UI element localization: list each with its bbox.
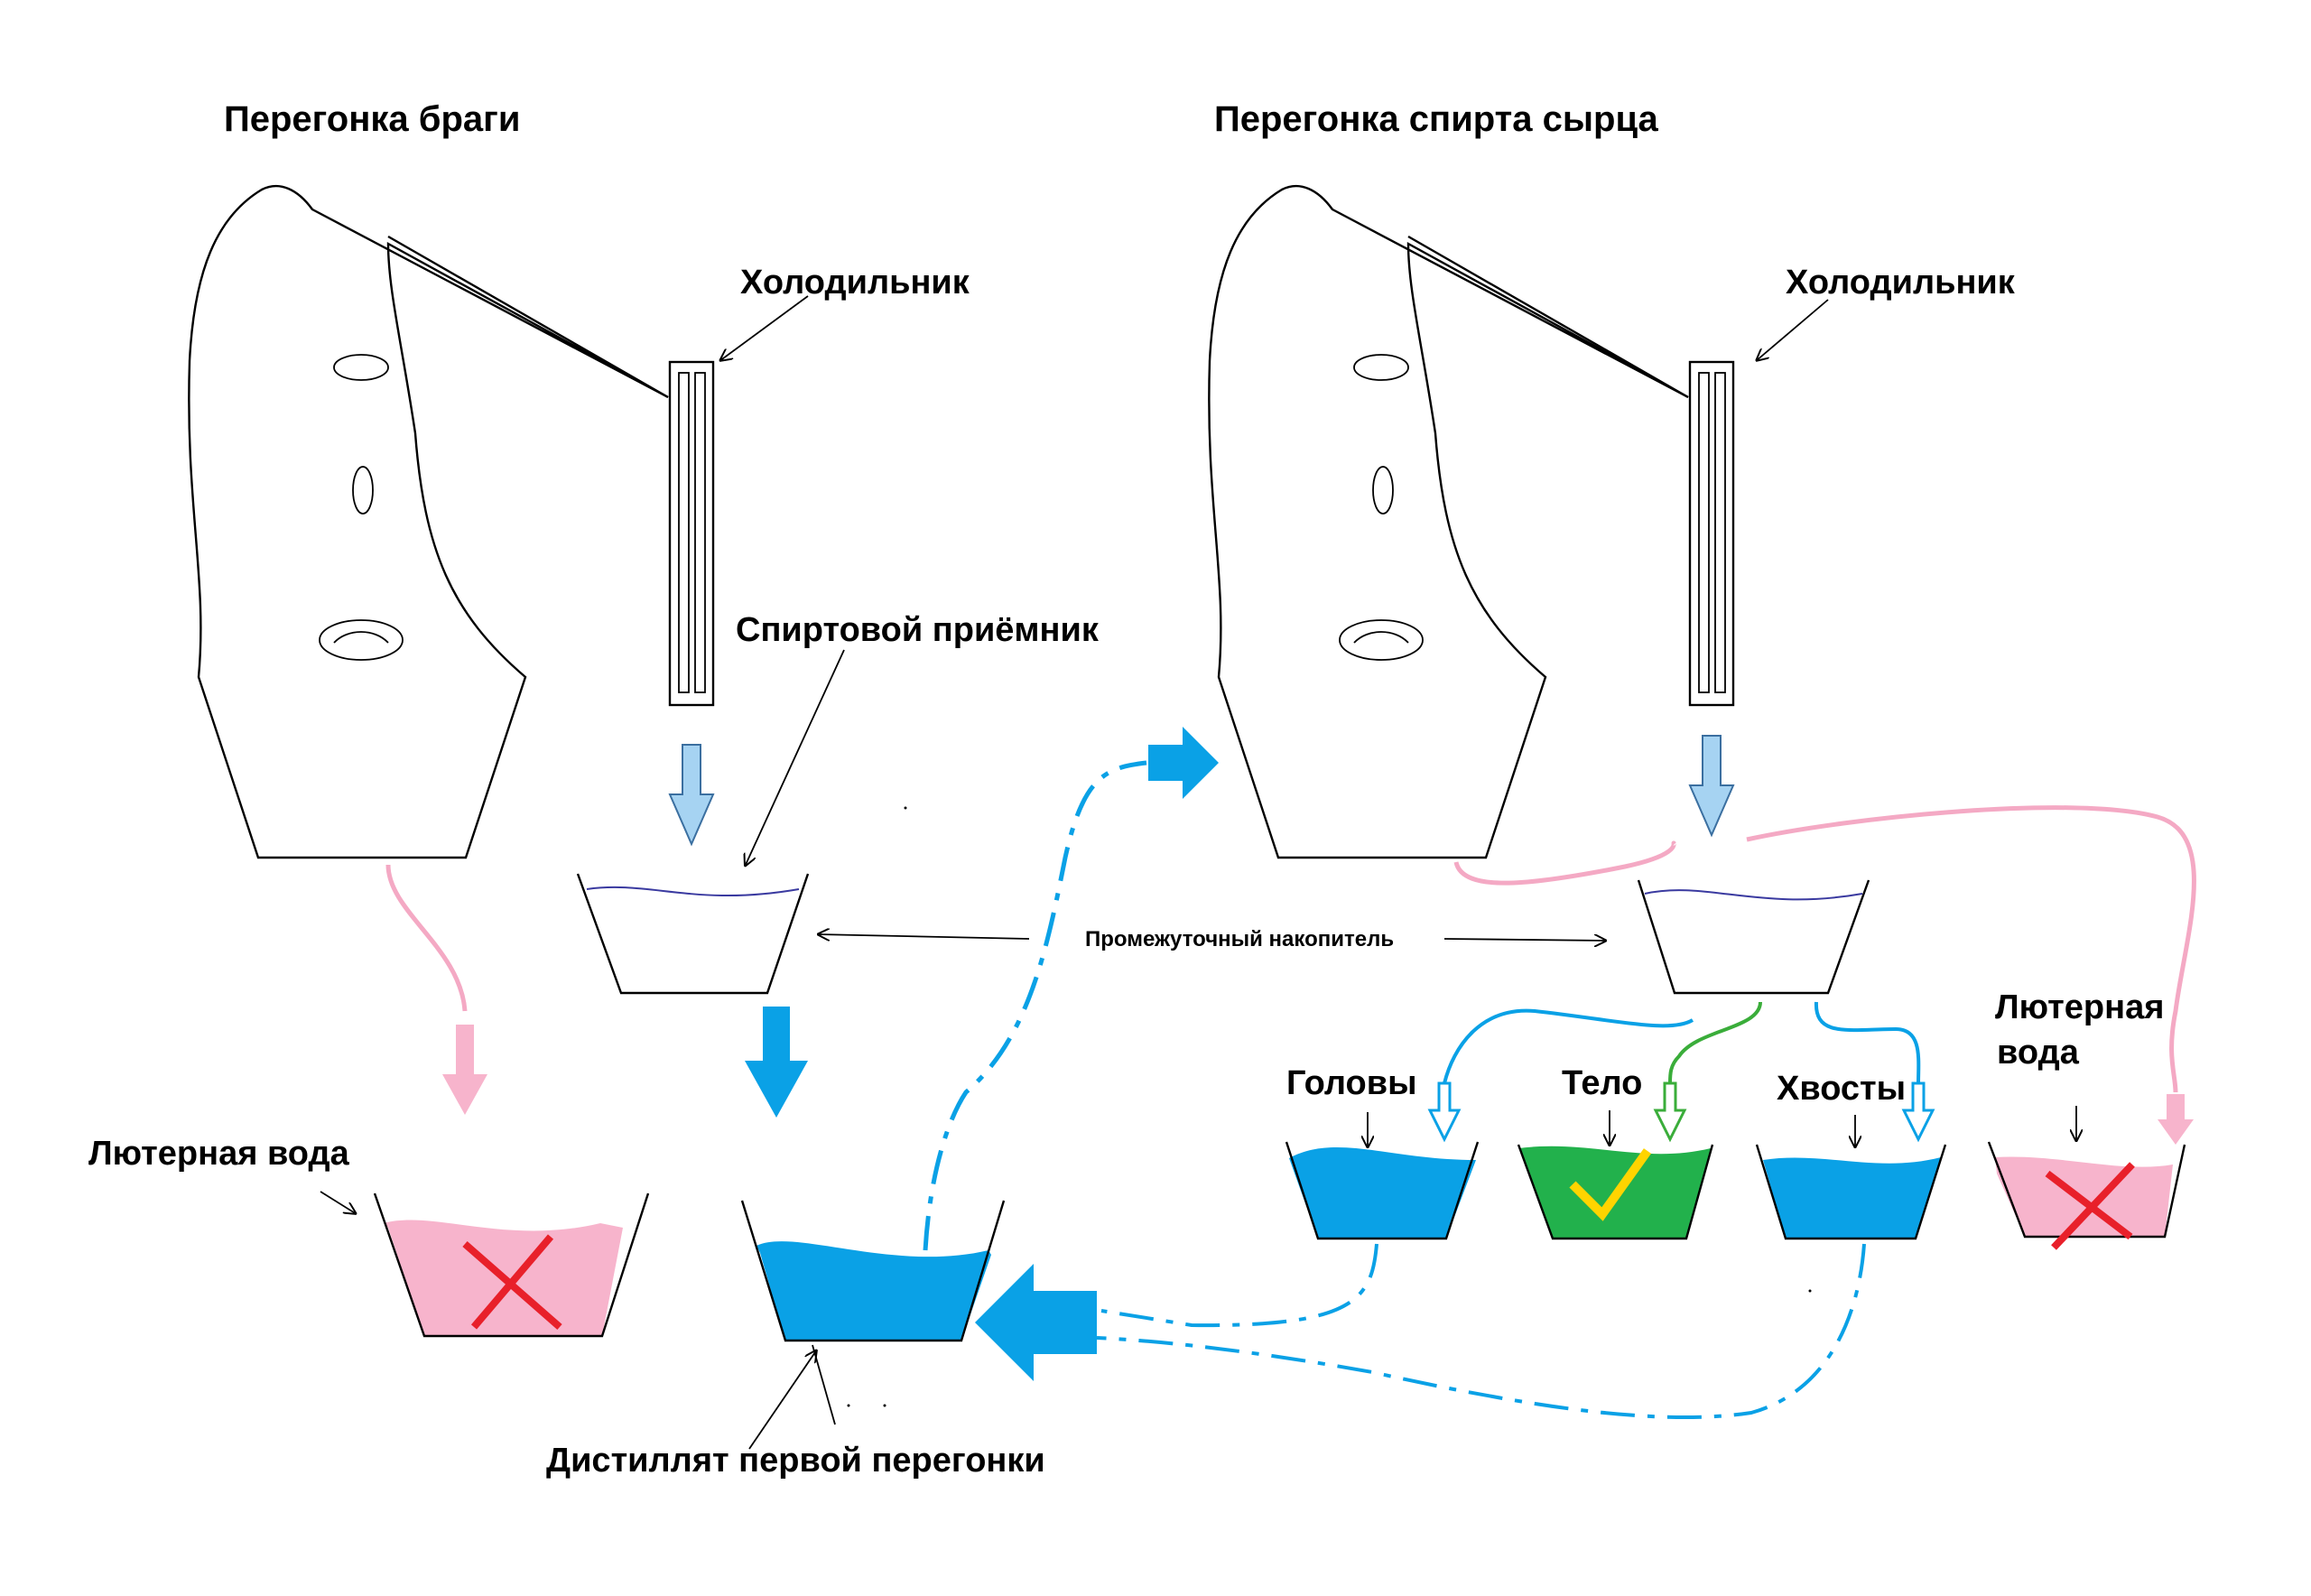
heads-pot xyxy=(1285,1141,1480,1240)
body-label: Тело xyxy=(1562,1064,1642,1102)
cross-icon xyxy=(2045,1162,2135,1250)
title-left: Перегонка браги xyxy=(224,99,520,139)
cooler-label-right: Холодильник xyxy=(1786,264,2016,302)
dashed-return-heads-tails xyxy=(975,1243,1866,1419)
receiver-label: Спиртовой приёмник xyxy=(736,611,1100,649)
still-left xyxy=(188,185,669,859)
flow-arrow-distillate xyxy=(745,1007,808,1118)
cross-icon xyxy=(462,1234,562,1331)
pink-flow-left xyxy=(385,864,487,1115)
distillate-label: Дистиллят первой перегонки xyxy=(546,1442,1045,1480)
buffer-label: Промежуточный накопитель xyxy=(1085,927,1394,951)
distillate-pot xyxy=(740,1200,1006,1342)
pink-flow-right xyxy=(1453,805,2196,1145)
vinasse-pot-right xyxy=(1987,1141,2186,1250)
flow-heads xyxy=(1427,1008,1694,1143)
receiver-left xyxy=(576,873,810,995)
flow-body xyxy=(1653,1001,1762,1143)
tails-pot xyxy=(1755,1144,1947,1240)
tails-label: Хвосты xyxy=(1777,1070,1906,1108)
flow-arrow-right xyxy=(1688,735,1735,838)
vinasse-label-right-2: вода xyxy=(1997,1034,2080,1072)
check-icon xyxy=(1569,1148,1652,1221)
still-right xyxy=(1208,185,1689,859)
flow-tails xyxy=(1814,1001,1935,1143)
cooler-left xyxy=(668,360,715,707)
cooler-right xyxy=(1688,360,1735,707)
vinasse-pot-left xyxy=(373,1192,650,1338)
title-right: Перегонка спирта сырца xyxy=(1214,99,1659,139)
vinasse-label-left: Лютерная вода xyxy=(88,1135,350,1173)
cooler-label-left: Холодильник xyxy=(740,264,970,302)
vinasse-label-right-1: Лютерная xyxy=(1995,988,2164,1026)
dashed-flow-to-redistill xyxy=(923,727,1219,1251)
body-pot xyxy=(1517,1144,1714,1240)
heads-label: Головы xyxy=(1286,1064,1417,1102)
receiver-right xyxy=(1637,879,1870,995)
flow-arrow-left xyxy=(668,744,715,847)
